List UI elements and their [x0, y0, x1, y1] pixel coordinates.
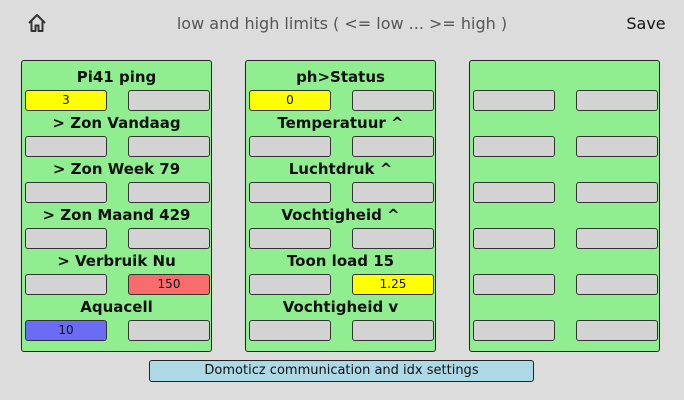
limits-panel-3: [469, 60, 660, 352]
low-limit-field[interactable]: [25, 274, 107, 295]
low-limit-field[interactable]: [249, 274, 331, 295]
low-limit-field[interactable]: [473, 136, 555, 157]
row-label: [470, 297, 659, 317]
high-limit-field[interactable]: [352, 182, 434, 203]
low-limit-field[interactable]: 10: [25, 320, 107, 341]
high-limit-field[interactable]: [576, 182, 658, 203]
high-limit-field[interactable]: [128, 136, 210, 157]
low-limit-field[interactable]: [473, 90, 555, 111]
high-limit-field[interactable]: [352, 136, 434, 157]
low-limit-field[interactable]: [249, 136, 331, 157]
low-limit-field[interactable]: [249, 320, 331, 341]
row-label: [470, 251, 659, 271]
high-limit-field[interactable]: [576, 90, 658, 111]
low-limit-field[interactable]: [473, 320, 555, 341]
low-limit-field[interactable]: [25, 228, 107, 249]
row-label: ph>Status: [296, 68, 385, 86]
home-button[interactable]: [26, 12, 48, 34]
high-limit-field[interactable]: [576, 274, 658, 295]
high-limit-field[interactable]: [352, 320, 434, 341]
low-limit-field[interactable]: [249, 228, 331, 249]
row-label: [470, 159, 659, 179]
home-icon: [28, 14, 46, 32]
high-limit-field[interactable]: 150: [128, 274, 210, 295]
high-limit-field[interactable]: [128, 90, 210, 111]
high-limit-field[interactable]: [576, 320, 658, 341]
low-limit-field[interactable]: [249, 182, 331, 203]
high-limit-field[interactable]: [128, 228, 210, 249]
high-limit-field[interactable]: [576, 228, 658, 249]
high-limit-field[interactable]: [352, 90, 434, 111]
low-limit-field[interactable]: [25, 136, 107, 157]
high-limit-field[interactable]: [352, 228, 434, 249]
low-limit-field[interactable]: 0: [249, 90, 331, 111]
row-label: Vochtigheid v: [282, 298, 399, 316]
row-label: Vochtigheid ^: [281, 206, 400, 224]
row-label: [470, 67, 659, 87]
row-label: [470, 113, 659, 133]
low-limit-field[interactable]: [25, 182, 107, 203]
row-label: Luchtdruk ^: [288, 160, 393, 178]
high-limit-field[interactable]: 1.25: [352, 274, 434, 295]
low-limit-field[interactable]: [473, 182, 555, 203]
low-limit-field[interactable]: [473, 274, 555, 295]
row-label: Pi41 ping: [76, 68, 157, 86]
row-label: [470, 205, 659, 225]
limits-panel-1: Pi41 ping 3 > Zon Vandaag > Zon Week 79 > Zo…: [21, 60, 212, 352]
page-title: low and high limits ( <= low ... >= high…: [176, 14, 508, 33]
low-limit-field[interactable]: 3: [25, 90, 107, 111]
high-limit-field[interactable]: [128, 320, 210, 341]
save-button[interactable]: Save: [626, 14, 666, 33]
high-limit-field[interactable]: [576, 136, 658, 157]
row-label: > Zon Vandaag: [52, 114, 181, 132]
row-label: Temperatuur ^: [277, 114, 404, 132]
communication-settings-button[interactable]: Domoticz communication and idx settings: [149, 360, 534, 382]
row-label: Aquacell: [80, 298, 153, 316]
low-limit-field[interactable]: [473, 228, 555, 249]
high-limit-field[interactable]: [128, 182, 210, 203]
row-label: > Zon Maand 429: [42, 206, 191, 224]
row-label: > Zon Week 79: [52, 160, 181, 178]
row-label: Toon load 15: [286, 252, 395, 270]
row-label: > Verbruik Nu: [57, 252, 176, 270]
